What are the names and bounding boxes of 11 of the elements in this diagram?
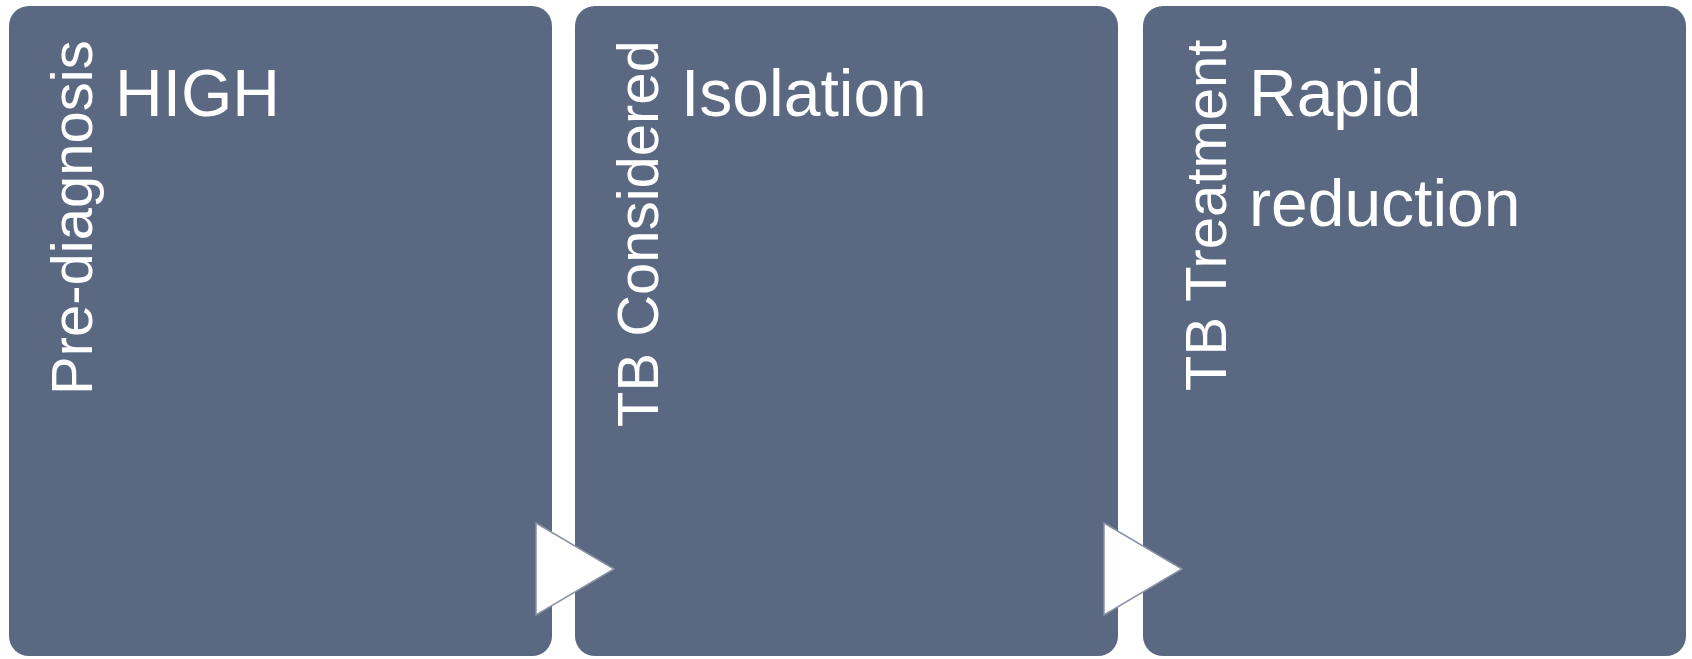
stage-label: TB Treatment bbox=[1172, 40, 1239, 394]
arrow bbox=[1103, 522, 1183, 616]
stage-heading: HIGH bbox=[115, 55, 281, 132]
stage-label: TB Considered bbox=[604, 40, 671, 429]
stage-box bbox=[575, 6, 1118, 656]
stage-heading: Rapid reduction bbox=[1249, 55, 1522, 242]
stage-box bbox=[9, 6, 552, 656]
stage-box bbox=[1143, 6, 1686, 656]
arrow bbox=[535, 522, 615, 616]
stage-heading: Isolation bbox=[681, 55, 928, 132]
stage-label: Pre-diagnosis bbox=[38, 40, 105, 397]
